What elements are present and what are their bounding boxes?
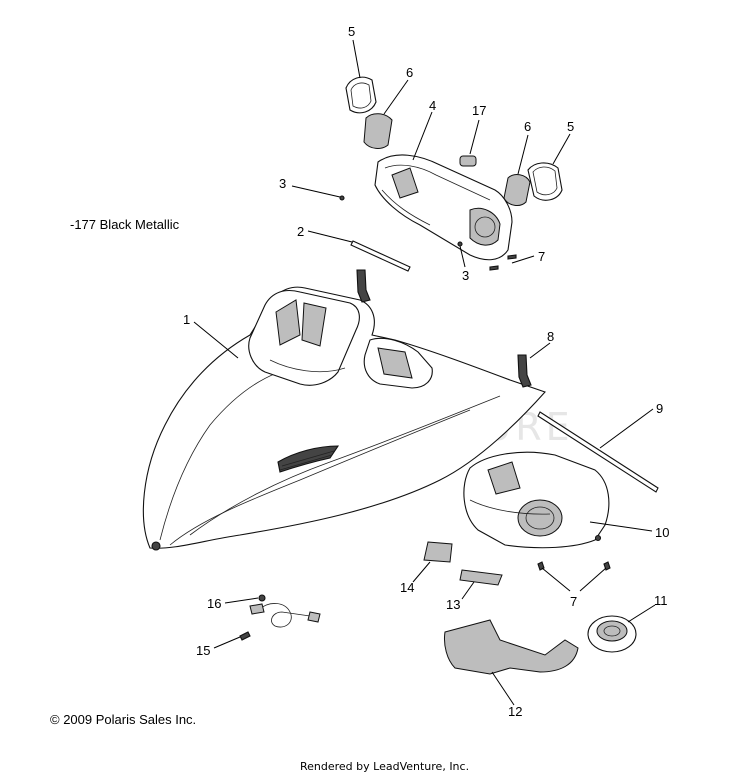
callout-16: 16 bbox=[207, 596, 221, 611]
leader-lines bbox=[193, 39, 656, 706]
callout-3-left: 3 bbox=[279, 176, 286, 191]
part-16-harness bbox=[249, 603, 321, 628]
callout-6-right: 6 bbox=[524, 119, 531, 134]
part-4-console bbox=[374, 154, 513, 261]
part-11-bearing bbox=[587, 615, 637, 653]
part-17-clip bbox=[459, 155, 477, 167]
part-9-strip bbox=[537, 411, 659, 493]
callout-labels: 5 6 4 17 6 5 3 3 7 2 1 8 9 10 14 13 7 16… bbox=[183, 24, 669, 719]
callout-5-right: 5 bbox=[567, 119, 574, 134]
part-1-hood bbox=[142, 286, 546, 551]
callout-11: 11 bbox=[654, 593, 668, 608]
part-13-decal bbox=[459, 569, 503, 586]
part-8-latch bbox=[517, 354, 532, 388]
callout-7-lower: 7 bbox=[570, 594, 577, 609]
callout-6-left: 6 bbox=[406, 65, 413, 80]
callout-2: 2 bbox=[297, 224, 304, 239]
part-16-bulb bbox=[258, 594, 266, 602]
part-6-lens-left bbox=[363, 113, 393, 149]
part-6-lens-right bbox=[503, 174, 531, 206]
callout-10: 10 bbox=[655, 525, 669, 540]
callout-8: 8 bbox=[547, 329, 554, 344]
callout-7-upper: 7 bbox=[538, 249, 545, 264]
part-15-screw bbox=[239, 631, 251, 641]
part-14-decal bbox=[423, 541, 453, 563]
footer-credit: Rendered by LeadVenture, Inc. bbox=[300, 760, 469, 773]
callout-4: 4 bbox=[429, 98, 436, 113]
part-10-housing bbox=[463, 451, 610, 549]
part-5-bezel-left bbox=[345, 76, 377, 114]
callout-13: 13 bbox=[446, 597, 460, 612]
part-2-seal-strip bbox=[350, 240, 411, 272]
callout-17: 17 bbox=[472, 103, 486, 118]
callout-3-lower: 3 bbox=[462, 268, 469, 283]
callout-14: 14 bbox=[400, 580, 414, 595]
part-3-screw-left bbox=[339, 195, 345, 201]
part-12-plate bbox=[444, 619, 579, 675]
part-7-screws-upper bbox=[489, 254, 517, 271]
color-note: -177 Black Metallic bbox=[70, 217, 180, 232]
callout-15: 15 bbox=[196, 643, 210, 658]
callout-12: 12 bbox=[508, 704, 522, 719]
callout-9: 9 bbox=[656, 401, 663, 416]
callout-5-left: 5 bbox=[348, 24, 355, 39]
part-7-screws-lower bbox=[537, 561, 611, 571]
copyright-text: © 2009 Polaris Sales Inc. bbox=[50, 712, 196, 727]
part-5-bezel-right bbox=[527, 162, 563, 201]
callout-1: 1 bbox=[183, 312, 190, 327]
part-3-screw-lower bbox=[457, 241, 463, 247]
part-8-latch-upper bbox=[356, 269, 371, 303]
